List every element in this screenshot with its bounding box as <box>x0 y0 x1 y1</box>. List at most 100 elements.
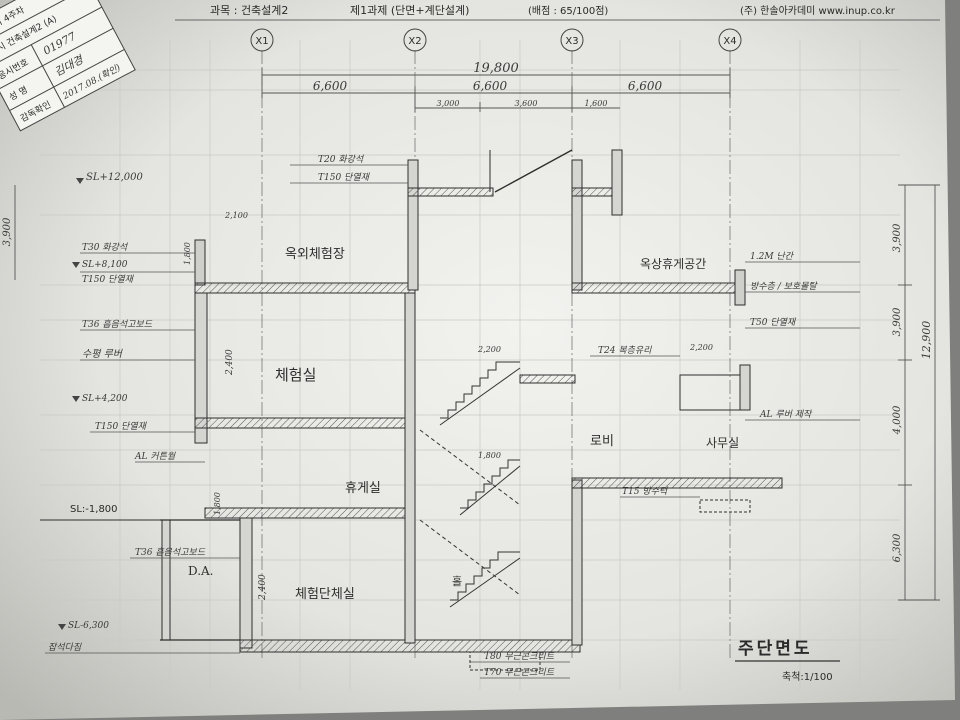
grid-label-x2: X2 <box>408 36 421 47</box>
svg-text:SL+12,000: SL+12,000 <box>86 172 143 183</box>
slab-penthouse-left <box>407 187 494 197</box>
dim-right-4: 6,300 <box>892 533 903 562</box>
header-assignment: 제1과제 (단면+계단설계) <box>350 4 469 17</box>
svg-text:SL-6,300: SL-6,300 <box>68 621 109 631</box>
level-markers: SL+12,000 SL+8,100 SL+4,200 SL:-1,800 SL… <box>58 172 143 631</box>
grid-label-x1: X1 <box>255 36 268 47</box>
footing-right <box>699 499 751 513</box>
dim-sub-3: 1,600 <box>585 99 608 108</box>
slab-landing <box>519 374 576 384</box>
room-labels: 옥외체험장 체험실 휴게실 체험단체실 로비 사무실 옥상휴게공간 D.A. 홀 <box>188 247 739 602</box>
title-block: 주단면도 축척:1/100 <box>735 639 840 683</box>
dim-total: 19,800 <box>473 61 519 76</box>
grid-bubble-x2: X2 <box>403 28 427 52</box>
wall-office <box>739 364 751 411</box>
wall-core-left <box>404 292 416 644</box>
note-13: T24 복층유리 <box>598 345 652 356</box>
wall-penthouse-right <box>611 149 623 216</box>
room-group: 체험단체실 <box>295 587 355 602</box>
note-10: 잡석다짐 <box>48 642 82 653</box>
room-office: 사무실 <box>706 436 739 450</box>
dim-misc-6: 1,800 <box>478 451 501 460</box>
dim-right-1: 3,900 <box>892 223 903 252</box>
header-company: (주) 한솔아카데미 www.inup.co.kr <box>740 5 896 17</box>
slab-lounge-floor <box>204 507 416 519</box>
note-2: T150 단열재 <box>318 172 371 183</box>
annotations: T20 화강석 T150 단열재 T30 화강석 T150 단열재 T36 흡음… <box>48 154 818 678</box>
dim-sub-1: 3,000 <box>437 99 460 108</box>
building-section <box>40 149 783 671</box>
note-8: AL 커튼월 <box>134 451 176 462</box>
wall-left-upper <box>194 292 208 444</box>
wall-da <box>161 519 171 641</box>
note-15: T15 방수턱 <box>622 486 668 497</box>
stair-flights <box>419 361 521 608</box>
dim-sub-2: 3,600 <box>515 99 538 108</box>
dim-misc-3: 2,400 <box>225 349 235 376</box>
level-sl-mid1: SL+8,100 <box>72 260 128 270</box>
dim-right-3: 4,000 <box>892 405 903 435</box>
dim-misc-1: 2,100 <box>224 211 248 220</box>
room-roof-garden: 옥상휴게공간 <box>640 257 706 271</box>
note-3: T30 화강석 <box>82 242 128 253</box>
drawing-title: 주단면도 <box>738 639 813 659</box>
dim-misc-8: 2,200 <box>689 343 713 352</box>
dim-left: 3,900 <box>2 217 13 246</box>
note-14: AL 루버 제작 <box>759 409 813 420</box>
right-dimension-lines <box>898 184 940 601</box>
annotation-leaders <box>45 164 860 679</box>
level-sl-mid2: SL+4,200 <box>72 394 128 404</box>
exam-stamp-box: 의고시 4주차 교시 건축설계2 (A) 응시번호 01977 성 명 김대경 … <box>0 0 136 132</box>
dim-misc-4: 1,800 <box>213 492 222 515</box>
wall-left-lower <box>239 517 253 649</box>
grid-label-x4: X4 <box>723 36 736 47</box>
slab-exp-floor <box>194 417 416 429</box>
note-5: T36 흡음석고보드 <box>82 319 153 330</box>
misc-dimensions: 2,100 1,800 2,400 1,800 2,200 1,800 2,40… <box>183 211 713 601</box>
grid-label-x3: X3 <box>565 36 578 47</box>
wall-core-right-low <box>571 479 583 646</box>
note-4: T150 단열재 <box>82 274 135 285</box>
note-17: T50 단열재 <box>750 317 797 328</box>
room-outdoor-exp: 옥외체험장 <box>285 247 345 262</box>
svg-text:SL+4,200: SL+4,200 <box>82 394 128 404</box>
dim-span-1: 6,600 <box>313 79 348 93</box>
top-dimension-lines <box>261 68 731 112</box>
dim-span-2: 6,600 <box>473 79 508 93</box>
guide-lines <box>40 40 900 690</box>
room-lobby: 로비 <box>590 434 614 449</box>
note-11: T80 무근콘크리트 <box>484 651 555 662</box>
header-score: (배점 : 65/100점) <box>528 5 608 17</box>
skylight-slope <box>494 149 573 193</box>
note-9: T36 흡음석고보드 <box>135 547 206 558</box>
slab-lobby-floor <box>571 477 783 489</box>
parapet-left <box>194 239 206 286</box>
dim-span-3: 6,600 <box>628 79 663 93</box>
svg-text:SL+8,100: SL+8,100 <box>82 260 128 270</box>
dim-misc-2: 1,800 <box>183 242 192 265</box>
svg-text:SL:-1,800: SL:-1,800 <box>70 504 118 515</box>
room-exp: 체험실 <box>275 366 316 384</box>
note-1: T20 화강석 <box>318 154 364 165</box>
note-16: 방수층 / 보호몰탈 <box>750 281 818 292</box>
room-hall: 홀 <box>452 575 462 588</box>
slab-roof-left <box>194 282 416 294</box>
level-sl-low: SL-6,300 <box>58 621 109 631</box>
dim-right-2: 3,900 <box>892 307 903 336</box>
note-6: 수평 루버 <box>82 348 124 360</box>
foundation <box>469 651 541 671</box>
drawing-scale: 축척:1/100 <box>782 671 833 683</box>
grid-bubble-x1: X1 <box>250 28 274 52</box>
dim-misc-5: 2,200 <box>477 345 501 354</box>
level-sl-top: SL+12,000 <box>76 172 143 184</box>
slab-roof-right <box>571 282 743 294</box>
room-da: D.A. <box>188 564 214 578</box>
level-sl-minus: SL:-1,800 <box>70 504 118 515</box>
header-subject: 과목 : 건축설계2 <box>210 4 288 17</box>
dim-misc-7: 2,400 <box>258 574 268 601</box>
wall-core-left-top <box>407 159 419 291</box>
note-12: T70 무근콘크리트 <box>484 667 555 678</box>
grid-bubble-x4: X4 <box>718 28 742 52</box>
